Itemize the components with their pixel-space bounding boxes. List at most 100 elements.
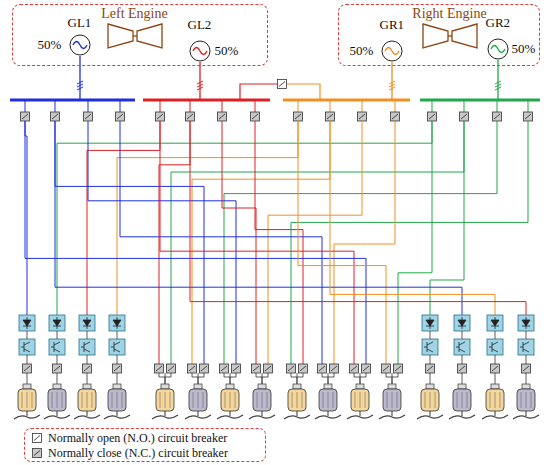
bus-bar <box>10 99 135 102</box>
legend-text: Normally close (N.C.) circuit breaker <box>48 446 228 461</box>
motor-fin <box>225 392 226 408</box>
breaker-lead <box>255 100 256 112</box>
motor-terminal <box>293 384 301 389</box>
share-percent: 50% <box>512 42 536 55</box>
feeder-cable <box>117 121 298 315</box>
dc-link <box>462 331 463 339</box>
propeller <box>449 415 475 419</box>
igbt-symbol <box>456 342 465 352</box>
motor-fin <box>467 392 468 408</box>
rectifier-box <box>454 315 470 331</box>
feeder-cable <box>255 121 303 364</box>
circuit-breaker <box>299 364 308 373</box>
breaker-lead <box>25 100 26 112</box>
converter-lead <box>462 355 463 364</box>
breaker-contact <box>85 114 91 119</box>
cable-mark <box>77 84 83 87</box>
breaker-sample <box>33 449 42 458</box>
breaker-contact <box>351 366 357 371</box>
igbt-symbol <box>81 342 90 352</box>
igbt-symbol <box>51 342 60 352</box>
breaker-lead <box>55 100 56 112</box>
engine-title: Left Engine <box>101 7 167 21</box>
circuit-breaker <box>326 112 335 121</box>
converter-lead <box>430 355 431 364</box>
feeder-cable <box>430 121 464 315</box>
motor-fin <box>52 392 53 408</box>
motor-fin <box>193 392 194 408</box>
inverter-box <box>19 339 35 355</box>
circuit-breaker <box>428 112 437 121</box>
motor-fin <box>430 392 431 408</box>
circuit-breaker <box>460 112 469 121</box>
breaker-contact <box>327 114 333 119</box>
propeller <box>44 415 70 419</box>
breaker-lead <box>497 100 498 112</box>
motor-terminal <box>491 384 499 389</box>
propeller <box>217 415 243 419</box>
generator-symbol <box>69 34 91 56</box>
motor-body <box>288 389 306 411</box>
breaker-contact <box>22 114 28 119</box>
bus-bar <box>420 99 540 102</box>
motor-fin <box>82 392 83 408</box>
feeder-cable <box>160 121 354 364</box>
cable-mark <box>495 84 501 87</box>
motor-shaft <box>360 411 361 416</box>
cable-mark <box>197 84 203 87</box>
motor-fin <box>292 392 293 408</box>
feeder-cable <box>87 121 160 315</box>
motor-fin <box>62 392 63 408</box>
feeder-cable <box>192 121 330 364</box>
motor-fin <box>87 392 88 408</box>
motor-body <box>319 389 337 411</box>
motor-fin <box>323 392 324 408</box>
circuit-breaker <box>382 364 391 373</box>
converter-lead <box>27 355 28 364</box>
motor-shaft <box>392 411 393 416</box>
inverter-box <box>109 339 125 355</box>
circuit-breaker <box>156 112 165 121</box>
feeder-cable <box>57 121 432 315</box>
ac-wave <box>193 47 207 54</box>
rectifier-box <box>109 315 125 331</box>
motor-fin <box>490 392 491 408</box>
motor-fin <box>462 392 463 408</box>
dc-link <box>87 331 88 339</box>
motor-fin <box>92 392 93 408</box>
circuit-breaker <box>493 112 502 121</box>
motor-body <box>486 389 504 411</box>
breaker-contact <box>395 366 401 371</box>
motor-fin <box>198 392 199 408</box>
feeder-cable <box>120 121 322 364</box>
diode-symbol <box>426 317 434 329</box>
breaker-contact <box>265 366 271 371</box>
breaker-contact <box>34 436 40 441</box>
motor-terminal <box>113 384 121 389</box>
generator-label: GR1 <box>380 18 405 31</box>
circuit-breaker <box>358 112 367 121</box>
circuit-breaker <box>21 112 30 121</box>
circuit-breaker <box>278 80 287 89</box>
dc-link <box>57 331 58 339</box>
breaker-lead <box>464 100 465 112</box>
breaker-contact <box>189 366 195 371</box>
circuit-breaker <box>188 364 197 373</box>
breaker-contact <box>427 366 433 371</box>
propeller <box>74 415 100 419</box>
breaker-contact <box>295 114 301 119</box>
propeller <box>249 415 275 419</box>
breaker-lead <box>120 100 121 112</box>
circuit-breaker <box>186 112 195 121</box>
cable-mark <box>197 81 203 84</box>
motor-fin <box>302 392 303 408</box>
breaker-contact <box>219 114 225 119</box>
breaker-lead <box>222 100 223 112</box>
ac-wave <box>491 45 505 52</box>
cable-mark <box>389 87 395 90</box>
generator-feeder <box>199 62 200 100</box>
feeder-cable <box>55 121 204 364</box>
circuit-breaker <box>251 112 260 121</box>
motor-fin <box>165 392 166 408</box>
bus-tie <box>287 84 320 100</box>
